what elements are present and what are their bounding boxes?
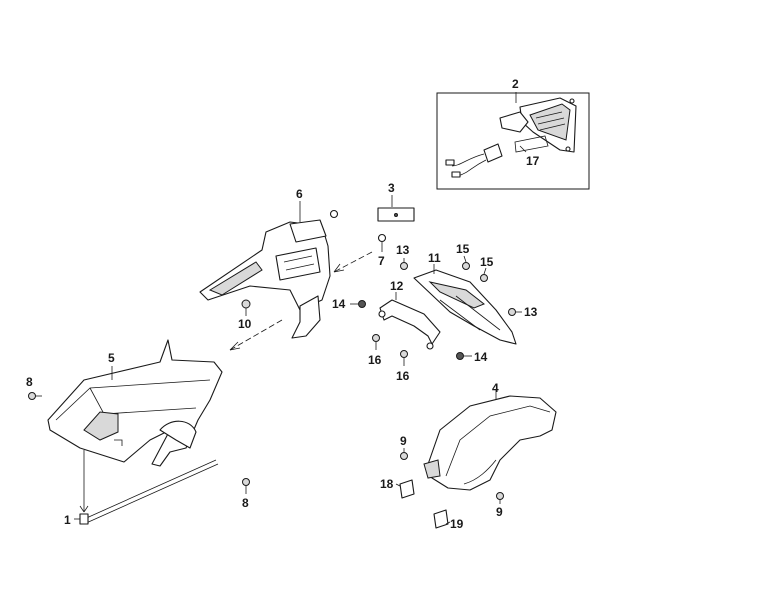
callout-2: 2 — [512, 77, 519, 91]
callout-14-a: 14 — [332, 297, 346, 311]
callout-5: 5 — [108, 351, 115, 365]
bracket-12 — [378, 292, 441, 350]
callout-4: 4 — [492, 381, 499, 395]
callout-15-a: 15 — [456, 242, 470, 256]
bolt-9-a — [400, 448, 408, 460]
under-tray — [47, 339, 223, 467]
callout-12: 12 — [390, 279, 404, 293]
rear-fender — [423, 390, 557, 491]
nut-10 — [241, 299, 251, 316]
assembly-line-b — [229, 319, 283, 351]
bolt-16-b — [400, 350, 408, 366]
callout-8-left: 8 — [26, 375, 33, 389]
assembly-line-a — [333, 251, 373, 273]
callout-13-b: 13 — [524, 305, 538, 319]
bolt-9-b — [496, 492, 504, 504]
bolt-13-b — [508, 308, 522, 316]
callout-1: 1 — [64, 513, 71, 527]
callout-3: 3 — [388, 181, 395, 195]
callout-15-b: 15 — [480, 255, 494, 269]
callout-17: 17 — [526, 154, 540, 168]
bolt-15-a — [462, 255, 470, 270]
cable-1 — [74, 450, 219, 525]
bolt-8-left — [28, 392, 42, 400]
callout-8-bottom: 8 — [242, 496, 249, 510]
inner-rear-fender — [413, 264, 517, 345]
taillight-inset-box — [436, 92, 590, 190]
bolt-13-a — [400, 258, 408, 270]
taillight-assembly — [436, 92, 590, 190]
callout-13-a: 13 — [396, 243, 410, 257]
callout-9-a: 9 — [400, 434, 407, 448]
callout-16-a: 16 — [368, 353, 382, 367]
clip-19 — [433, 509, 451, 529]
callout-11: 11 — [428, 251, 441, 265]
callout-18: 18 — [380, 477, 394, 491]
bolt-16-a — [372, 334, 380, 350]
bolt-14-b — [456, 352, 472, 360]
callout-9-b: 9 — [496, 505, 503, 519]
clip-7 — [377, 233, 387, 252]
callout-14-b: 14 — [474, 350, 488, 364]
rear-frame-bracket — [199, 201, 339, 339]
clip-18 — [395, 479, 415, 499]
arrow-a — [333, 263, 345, 273]
reflector-plate — [377, 195, 415, 222]
bolt-14-a — [350, 300, 366, 308]
callout-10: 10 — [238, 317, 252, 331]
callout-19: 19 — [450, 517, 464, 531]
callout-16-b: 16 — [396, 369, 410, 383]
bolt-8-bottom — [242, 478, 250, 494]
callout-6: 6 — [296, 187, 303, 201]
arrow-b — [229, 341, 241, 351]
callout-7: 7 — [378, 254, 385, 268]
bolt-15-b — [480, 267, 488, 282]
